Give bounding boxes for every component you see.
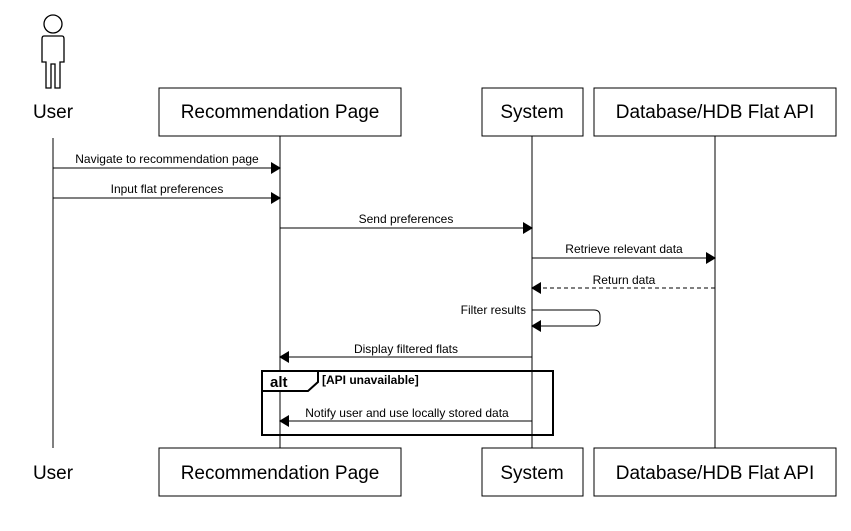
message-label-send-preferences: Send preferences [359,212,454,226]
message-label-navigate: Navigate to recommendation page [75,152,259,166]
fragment-keyword: alt [270,374,288,391]
message-label-retrieve-data: Retrieve relevant data [565,242,683,256]
message-notify-user: Notify user and use locally stored data [279,406,532,427]
user-actor-icon [41,14,65,89]
message-display-flats: Display filtered flats [279,342,532,363]
message-retrieve-data: Retrieve relevant data [532,242,716,264]
participant-database-api-bottom: Database/HDB Flat API [616,463,815,484]
fragment-condition: [API unavailable] [322,373,419,387]
alt-fragment: alt [API unavailable] [261,370,554,436]
message-navigate: Navigate to recommendation page [53,152,281,174]
participant-box-database-api-top: Database/HDB Flat API [593,87,837,137]
participant-box-system-top: System [481,87,584,137]
message-return-data: Return data [531,273,715,294]
message-input-preferences: Input flat preferences [53,182,281,204]
message-send-preferences: Send preferences [280,212,533,234]
message-filter-results: Filter results [461,303,601,332]
message-label-notify-user: Notify user and use locally stored data [305,406,509,420]
participant-recommendation-page-top: Recommendation Page [181,102,380,123]
message-label-return-data: Return data [593,273,656,287]
message-label-input-preferences: Input flat preferences [111,182,224,196]
message-label-filter-results: Filter results [461,303,526,317]
message-label-display-flats: Display filtered flats [354,342,458,356]
participant-recommendation-page-bottom: Recommendation Page [181,463,380,484]
participant-system-bottom: System [500,463,563,484]
participant-user-bottom: User [33,463,74,484]
participant-box-system-bottom: System [481,447,584,497]
participant-box-recommendation-page-bottom: Recommendation Page [158,447,402,497]
participant-database-api-top: Database/HDB Flat API [616,102,815,123]
participant-box-database-api-bottom: Database/HDB Flat API [593,447,837,497]
participant-box-recommendation-page-top: Recommendation Page [158,87,402,137]
participant-user-top: User [33,102,74,123]
participant-system-top: System [500,102,563,123]
